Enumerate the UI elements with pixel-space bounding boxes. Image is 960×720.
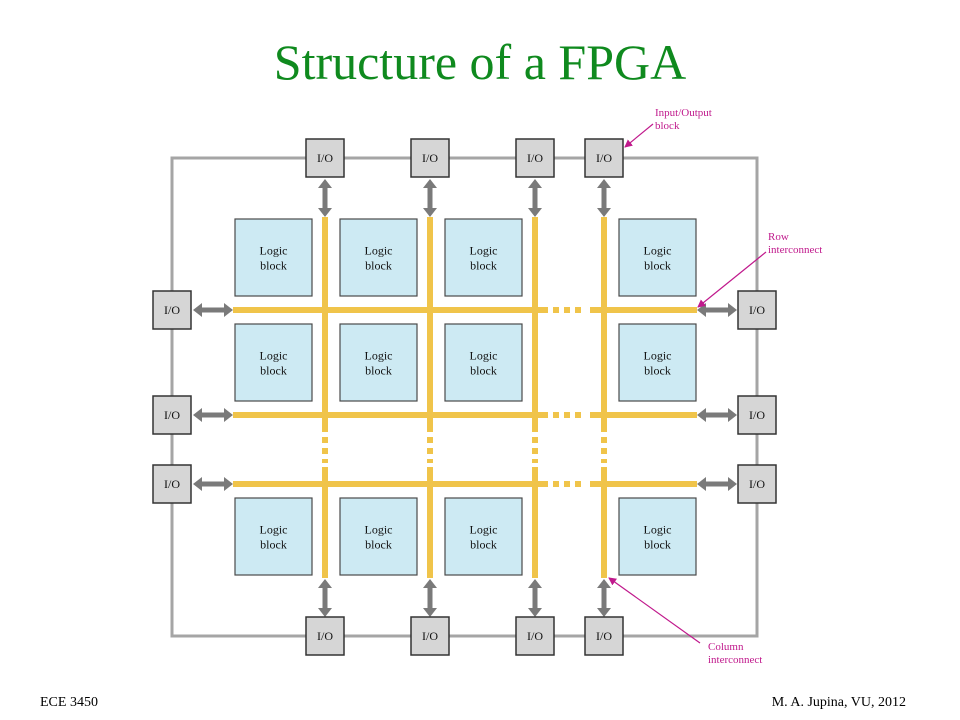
io-block: I/O	[152, 395, 192, 435]
io-block-label: I/O	[164, 408, 180, 422]
logic-block-label-line1: Logic	[260, 523, 288, 537]
io-block-label: I/O	[749, 408, 765, 422]
io-block-label: I/O	[317, 629, 333, 643]
io-block: I/O	[305, 616, 345, 656]
logic-block-label-line2: block	[260, 259, 287, 273]
logic-block-label-line2: block	[644, 259, 671, 273]
io-block-label: I/O	[596, 151, 612, 165]
logic-block-label-line1: Logic	[470, 523, 498, 537]
io-block-label: I/O	[164, 477, 180, 491]
logic-block-label-line1: Logic	[644, 523, 672, 537]
io-block-label: I/O	[749, 303, 765, 317]
footer-author: M. A. Jupina, VU, 2012	[771, 695, 906, 710]
logic-block-label-line2: block	[260, 364, 287, 378]
io-arrow	[423, 179, 437, 217]
logic-block-label-line1: Logic	[260, 349, 288, 363]
logic-block-label-line2: block	[260, 538, 287, 552]
logic-block-label-line2: block	[470, 364, 497, 378]
io-block: I/O	[584, 138, 624, 178]
io-block: I/O	[584, 616, 624, 656]
io-block: I/O	[410, 616, 450, 656]
io-block-label: I/O	[422, 151, 438, 165]
io-block: I/O	[305, 138, 345, 178]
logic-block-label-line2: block	[365, 259, 392, 273]
footer-course: ECE 3450	[40, 695, 98, 710]
io-arrow	[597, 579, 611, 617]
io-block-label: I/O	[596, 629, 612, 643]
logic-block-label-line2: block	[365, 364, 392, 378]
io-block: I/O	[152, 464, 192, 504]
logic-block-label-line2: block	[644, 538, 671, 552]
io-block-leader	[624, 123, 654, 148]
io-block-label: I/O	[422, 629, 438, 643]
logic-block-label-line2: block	[470, 538, 497, 552]
io-block: I/O	[152, 290, 192, 330]
io-arrow	[318, 179, 332, 217]
column-interconnect-leader	[608, 577, 701, 644]
io-block: I/O	[737, 395, 777, 435]
row-interconnect-leader	[697, 251, 767, 308]
io-block: I/O	[515, 138, 555, 178]
io-arrow	[193, 477, 233, 491]
logic-block-label-line1: Logic	[644, 244, 672, 258]
io-block-label: I/O	[164, 303, 180, 317]
io-arrow	[193, 408, 233, 422]
logic-block-label-line1: Logic	[470, 349, 498, 363]
io-block-label: I/O	[317, 151, 333, 165]
io-arrow	[697, 477, 737, 491]
io-arrow	[193, 303, 233, 317]
logic-block-label-line2: block	[470, 259, 497, 273]
io-arrow	[597, 179, 611, 217]
io-arrow	[697, 303, 737, 317]
io-block: I/O	[515, 616, 555, 656]
logic-block-label-line2: block	[644, 364, 671, 378]
io-block: I/O	[410, 138, 450, 178]
logic-block-label-line1: Logic	[365, 244, 393, 258]
io-block: I/O	[737, 290, 777, 330]
io-arrow	[423, 579, 437, 617]
logic-block-label-line1: Logic	[365, 349, 393, 363]
io-block-label: I/O	[527, 629, 543, 643]
io-block: I/O	[737, 464, 777, 504]
io-arrow	[528, 579, 542, 617]
io-block-label: I/O	[749, 477, 765, 491]
logic-block-label-line1: Logic	[260, 244, 288, 258]
io-arrow	[697, 408, 737, 422]
io-arrow	[318, 579, 332, 617]
logic-block-label-line2: block	[365, 538, 392, 552]
logic-block-label-line1: Logic	[470, 244, 498, 258]
logic-block-label-line1: Logic	[365, 523, 393, 537]
io-block-label: I/O	[527, 151, 543, 165]
logic-block-label-line1: Logic	[644, 349, 672, 363]
slide-title: Structure of a FPGA	[273, 34, 687, 90]
io-arrow	[528, 179, 542, 217]
